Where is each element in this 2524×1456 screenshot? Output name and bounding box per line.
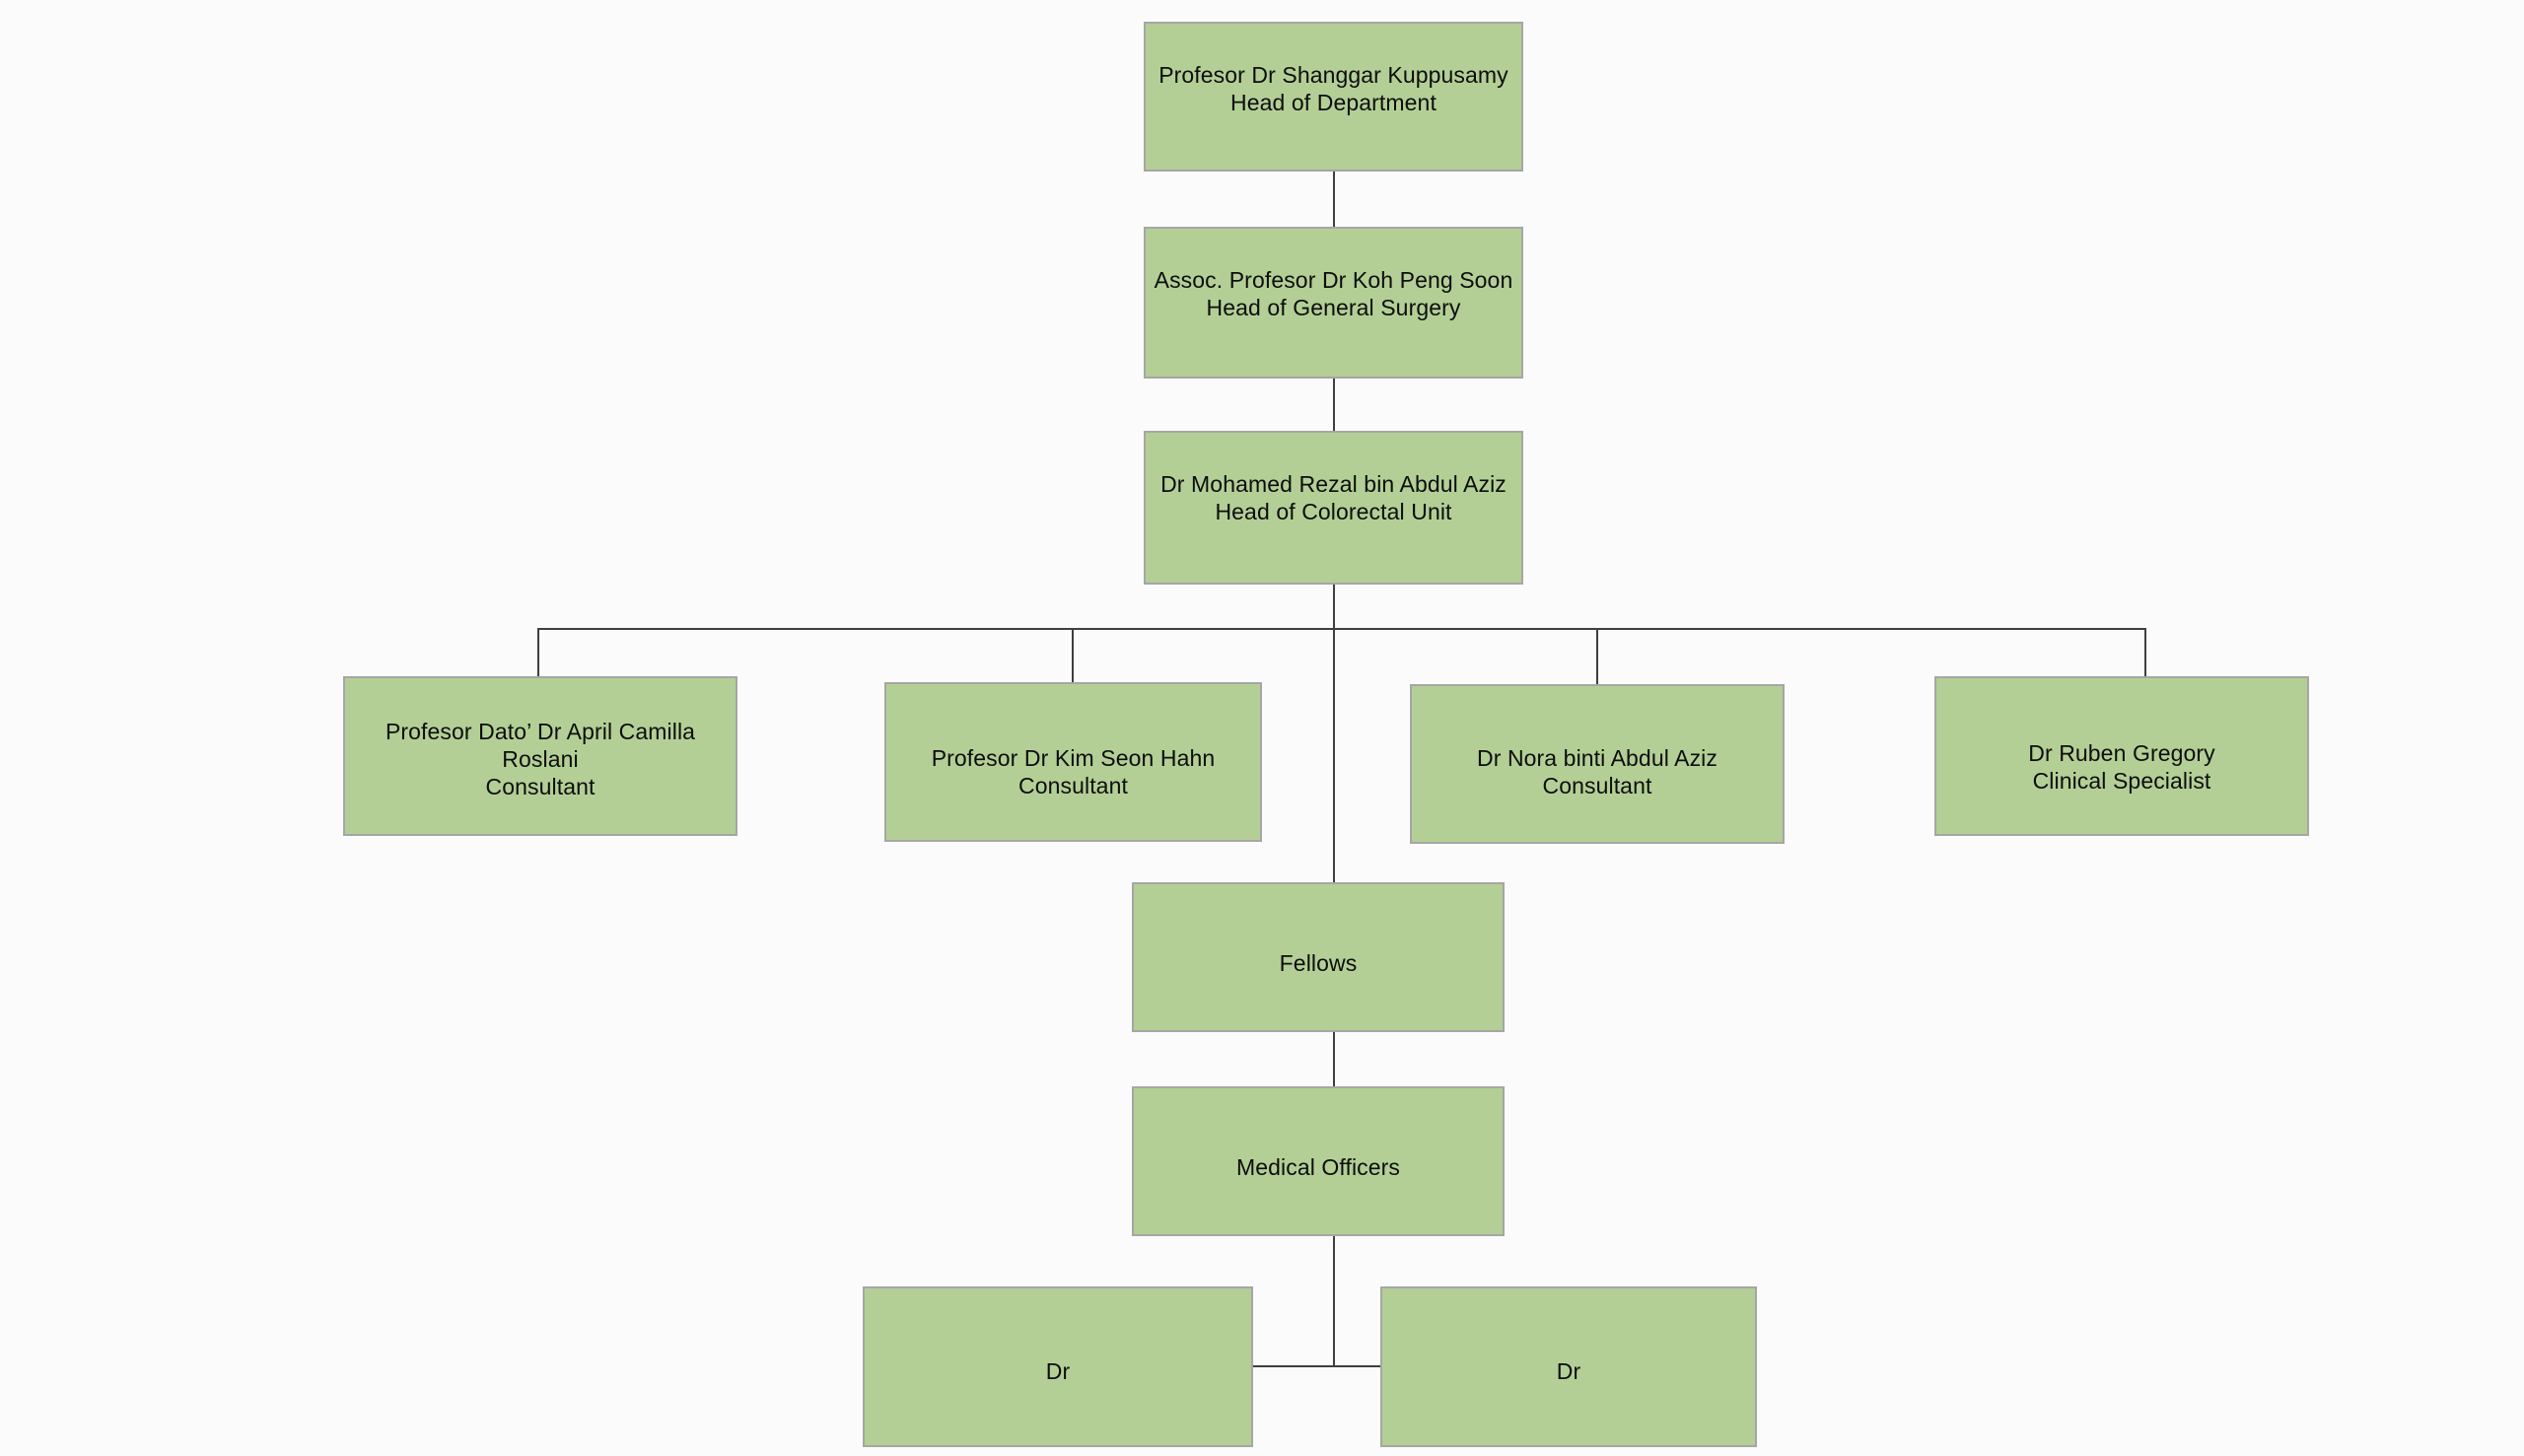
- node-consultant-nora-binti-abdul-aziz[interactable]: Dr Nora binti Abdul Aziz Consultant: [1410, 684, 1785, 844]
- connector-consultant-bus: [537, 628, 2145, 630]
- node-head-of-general-surgery[interactable]: Assoc. Profesor Dr Koh Peng Soon Head of…: [1144, 227, 1523, 379]
- connector-medical-officers-to-doctors: [1253, 1365, 1381, 1367]
- node-medical-officers[interactable]: Medical Officers: [1132, 1086, 1505, 1236]
- connector-drop-consultant-roslani: [537, 628, 539, 677]
- node-label: Medical Officers: [1235, 1154, 1401, 1180]
- node-label: Fellows: [1279, 950, 1358, 976]
- node-label: Profesor Dr Kim Seon Hahn Consultant: [931, 745, 1216, 799]
- connector-drop-clinical-specialist-ruben: [2144, 628, 2146, 677]
- node-head-of-department[interactable]: Profesor Dr Shanggar Kuppusamy Head of D…: [1144, 22, 1523, 172]
- node-doctor-right[interactable]: Dr: [1380, 1286, 1757, 1447]
- node-consultant-kim-seon-hahn[interactable]: Profesor Dr Kim Seon Hahn Consultant: [884, 682, 1262, 842]
- connector-hod-to-general-surgery: [1333, 170, 1335, 229]
- node-doctor-left[interactable]: Dr: [863, 1286, 1253, 1447]
- node-label: Dr Ruben Gregory Clinical Specialist: [2028, 740, 2215, 795]
- node-label: Dr: [1045, 1358, 1071, 1384]
- connector-drop-consultant-kim: [1072, 628, 1074, 683]
- node-label: Dr Nora binti Abdul Aziz Consultant: [1476, 745, 1718, 799]
- connector-general-surgery-to-colorectal: [1333, 377, 1335, 433]
- node-label: Profesor Dato’ Dr April Camilla Roslani …: [385, 719, 696, 800]
- node-label: Assoc. Profesor Dr Koh Peng Soon Head of…: [1154, 267, 1513, 321]
- node-label: Profesor Dr Shanggar Kuppusamy Head of D…: [1158, 62, 1508, 116]
- node-label: Dr Mohamed Rezal bin Abdul Aziz Head of …: [1160, 471, 1507, 525]
- node-label: Dr: [1556, 1358, 1581, 1384]
- node-head-of-colorectal-unit[interactable]: Dr Mohamed Rezal bin Abdul Aziz Head of …: [1144, 431, 1523, 585]
- connector-drop-consultant-nora: [1596, 628, 1598, 685]
- node-fellows[interactable]: Fellows: [1132, 882, 1505, 1032]
- node-clinical-specialist-ruben-gregory[interactable]: Dr Ruben Gregory Clinical Specialist: [1934, 676, 2309, 836]
- node-consultant-april-camilla-roslani[interactable]: Profesor Dato’ Dr April Camilla Roslani …: [343, 676, 737, 836]
